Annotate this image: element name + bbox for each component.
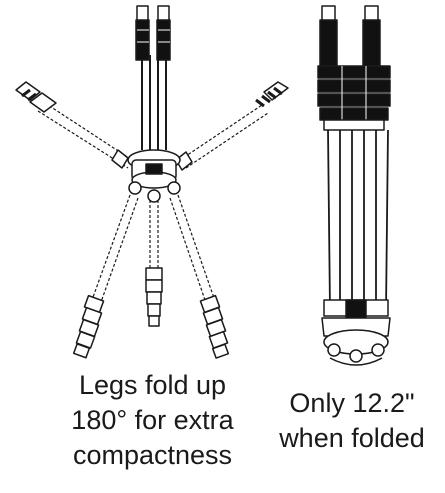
caption-legs-fold-up: Legs fold up 180° for extra compactness — [40, 368, 265, 473]
caption-line: when folded — [279, 423, 425, 453]
folded-tubes — [327, 129, 389, 311]
tripod-hub — [127, 149, 181, 203]
leg-lower-center — [145, 200, 163, 327]
caption-line: compactness — [72, 440, 233, 470]
caption-line: Legs fold up — [78, 370, 227, 400]
leg-upper-left — [15, 81, 133, 169]
caption-folded-length: Only 12.2" when folded — [262, 386, 442, 456]
tripod-folded-icon — [317, 5, 391, 366]
tripod-legs-folded-up-icon — [15, 5, 289, 359]
folded-base — [321, 299, 391, 366]
caption-line: 180° for extra — [71, 405, 234, 435]
caption-line: Only 12.2" — [289, 388, 415, 418]
leg-upper-right — [175, 81, 289, 171]
center-column — [135, 5, 171, 150]
leg-lower-left — [72, 194, 139, 359]
leg-lower-right — [169, 194, 230, 359]
folded-grips — [317, 5, 391, 131]
